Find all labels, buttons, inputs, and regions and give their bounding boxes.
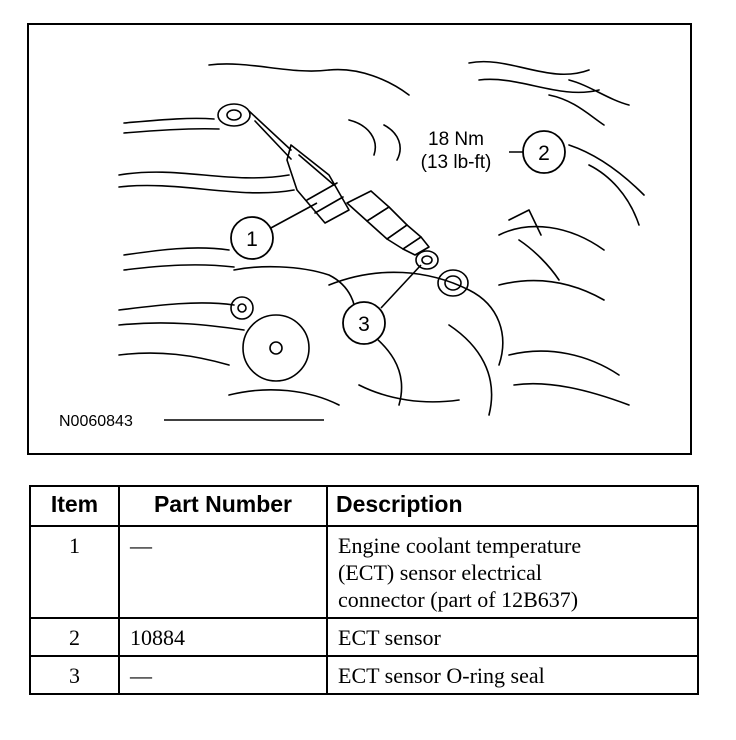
- row-2-part-number: 10884: [118, 617, 328, 657]
- callout-2-number: 2: [538, 142, 550, 165]
- row-2-description: ECT sensor: [326, 617, 699, 657]
- row-3-description-line-1: ECT sensor O-ring seal: [338, 663, 545, 688]
- callout-2: 2: [522, 130, 566, 174]
- table-row: 1 — Engine coolant temperature (ECT) sen…: [29, 525, 699, 619]
- row-1-description: Engine coolant temperature (ECT) sensor …: [326, 525, 699, 619]
- row-3-part-number: —: [118, 655, 328, 695]
- leader-lines: [164, 151, 529, 421]
- row-1-part-number: —: [118, 525, 328, 619]
- engine-diagram: 18 Nm (13 lb-ft) 1 2 3 N0060843: [59, 60, 645, 430]
- row-1-description-line-1: Engine coolant temperature: [338, 533, 582, 558]
- header-item: Item: [29, 485, 120, 527]
- header-part-number: Part Number: [118, 485, 328, 527]
- callout-3: 3: [342, 301, 386, 345]
- torque-label-nm: 18 Nm: [428, 129, 484, 150]
- row-1-item: 1: [29, 525, 120, 619]
- row-1-description-line-3: connector (part of 12B637): [338, 587, 579, 612]
- table-header-row: Item Part Number Description: [29, 485, 699, 527]
- diagram-frame: 18 Nm (13 lb-ft) 1 2 3 N0060843: [27, 23, 692, 455]
- callout-3-number: 3: [358, 313, 370, 336]
- row-1-description-line-2: (ECT) sensor electrical: [338, 560, 543, 585]
- row-2-item: 2: [29, 617, 120, 657]
- callout-1-number: 1: [246, 228, 258, 251]
- callout-1: 1: [230, 216, 274, 260]
- row-3-description: ECT sensor O-ring seal: [326, 655, 699, 695]
- parts-table: Item Part Number Description 1 — Engine …: [29, 485, 699, 695]
- figure-id: N0060843: [59, 413, 133, 430]
- table-row: 3 — ECT sensor O-ring seal: [29, 655, 699, 695]
- row-3-item: 3: [29, 655, 120, 695]
- table-row: 2 10884 ECT sensor: [29, 617, 699, 657]
- header-description: Description: [326, 485, 699, 527]
- engine-line-art: [118, 60, 645, 416]
- row-2-description-line-1: ECT sensor: [338, 625, 441, 650]
- torque-label-lbft: (13 lb-ft): [421, 152, 492, 173]
